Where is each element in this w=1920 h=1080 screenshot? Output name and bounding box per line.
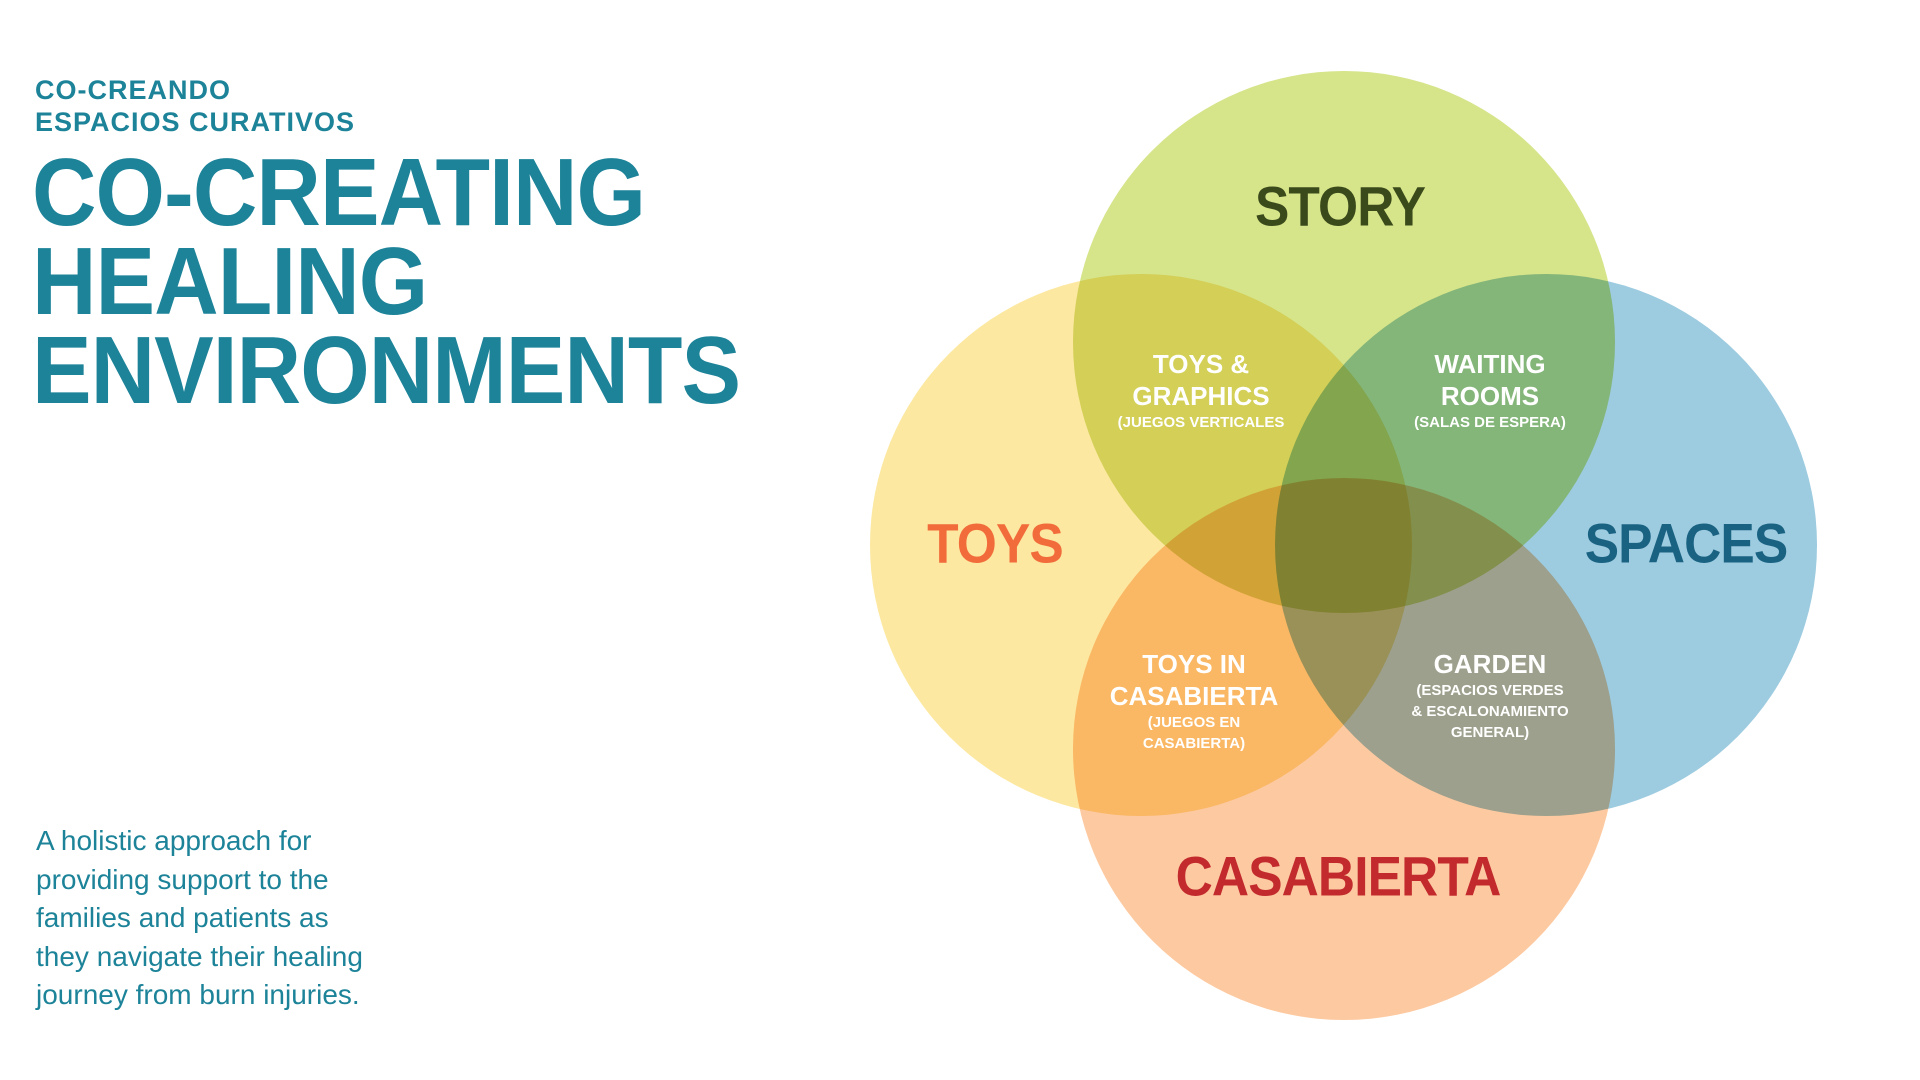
intersection-subtitle: (JUEGOS EN [1147, 714, 1241, 731]
subtitle-line: CO-CREANDO [35, 75, 231, 105]
intersection-toys-in-casabierta: TOYS IN CASABIERTA (JUEGOS EN CASABIERTA… [1110, 648, 1279, 754]
title-line: HEALING [32, 228, 428, 335]
intersection-waiting-rooms: WAITING ROOMS (SALAS DE ESPERA) [1414, 348, 1566, 433]
page-title: CO-CREATING HEALING ENVIRONMENTS [32, 139, 741, 424]
description-line: they navigate their healing [36, 940, 363, 972]
intersection-title: TOYS IN [1142, 649, 1246, 679]
subtitle-line: ESPACIOS CURATIVOS [35, 107, 356, 137]
intersection-title: GRAPHICS [1132, 381, 1270, 411]
set-label-casabierta: CASABIERTA [1175, 844, 1502, 908]
intersection-subtitle: (JUEGOS VERTICALES [1117, 414, 1285, 431]
description-line: providing support to the [36, 863, 329, 895]
intersection-title: GARDEN [1433, 649, 1547, 679]
set-label-spaces: SPACES [1584, 511, 1788, 575]
intersection-garden: GARDEN (ESPACIOS VERDES & ESCALONAMIENTO… [1411, 648, 1568, 743]
description-line: A holistic approach for [36, 825, 312, 856]
description-line: families and patients as [36, 902, 329, 933]
intersection-subtitle: GENERAL) [1450, 724, 1530, 741]
intersection-subtitle: (ESPACIOS VERDES [1416, 682, 1564, 699]
description: A holistic approach for providing suppor… [36, 822, 456, 1015]
intersection-toys-graphics: TOYS & GRAPHICS (JUEGOS VERTICALES [1118, 348, 1285, 433]
title-line: ENVIRONMENTS [32, 317, 741, 424]
intersection-subtitle: & ESCALONAMIENTO [1411, 703, 1569, 720]
intersection-title: WAITING [1434, 349, 1546, 379]
description-line: journey from burn injuries. [36, 979, 360, 1010]
set-label-toys: TOYS [927, 511, 1064, 575]
subtitle-spanish: CO-CREANDO ESPACIOS CURATIVOS [35, 74, 355, 138]
intersection-title: ROOMS [1440, 381, 1540, 411]
set-label-story: STORY [1254, 174, 1426, 238]
intersection-subtitle: CASABIERTA) [1142, 735, 1246, 752]
circle-casabierta [1073, 478, 1615, 1020]
intersection-title: TOYS & [1152, 349, 1250, 379]
intersection-title: CASABIERTA [1109, 681, 1279, 711]
intersection-subtitle: (SALAS DE ESPERA) [1414, 414, 1566, 431]
title-line: CO-CREATING [32, 139, 646, 246]
